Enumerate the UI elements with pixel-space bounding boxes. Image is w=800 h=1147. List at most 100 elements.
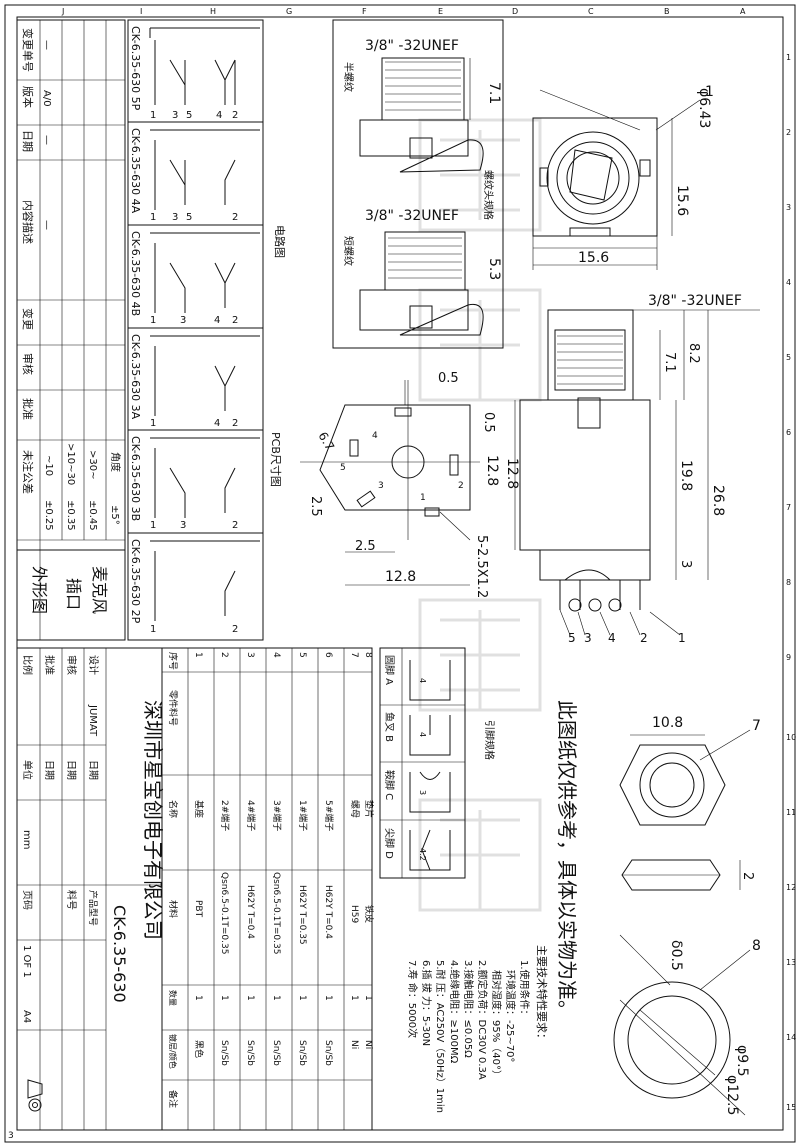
spec-line: 6.插 拔 力：5-30N (420, 960, 433, 1046)
grid-letter: B (664, 7, 670, 16)
bom-row-no: 3 (245, 652, 255, 658)
bom-row-material: Qsn6.5-0.1T=0.35 (219, 872, 229, 954)
variant-pin: 2 (232, 315, 238, 326)
grid-number: 12 (786, 883, 796, 892)
rev-header: 变更单号 (21, 28, 35, 72)
variant-pin: 4 (214, 315, 220, 326)
bom-row-material: H62Y T=0.4 (323, 885, 333, 939)
grid-letter: J (61, 7, 64, 16)
variant-pin: 5 (186, 212, 192, 223)
dim-0-5-right: 0.5 (481, 412, 496, 433)
bom-row-qty: 1 (219, 995, 229, 1001)
pcb-layout: PCB尺寸图 0.5 0.5 12.8 6.7 2.5 2.5 12.8 5-2… (269, 371, 500, 598)
tb-label: 页码 (21, 890, 33, 910)
bom-row-no: 7 (349, 652, 359, 658)
dim-diameter-6-43: φ6.43 (696, 88, 712, 128)
bom-row-material: H59 (349, 905, 359, 923)
pcb-pin: 5 (340, 463, 346, 473)
bom-row-finish: Ni (363, 1040, 373, 1049)
variant-code: CK-6.35-630 4A (129, 128, 142, 214)
pcb-pin: 4 (372, 431, 378, 441)
grid-number: 7 (786, 503, 791, 512)
spec-line: 相对湿度：95%（40°） (490, 970, 503, 1080)
tol-range: >10~30 (65, 443, 76, 485)
dim-width-15-6: 15.6 (578, 250, 609, 266)
bom-row-qty: 1 (323, 995, 333, 1001)
bom-header: 名称 (167, 800, 179, 818)
bom-row-name: 1#端子 (297, 800, 309, 831)
spec-line: 2.额定负荷：DC30V 0.3A (476, 960, 489, 1080)
tb-label: 产品型号 (87, 890, 99, 926)
pin-label: 3 (584, 631, 592, 645)
pcb-pin: 2 (458, 481, 464, 491)
bom-row-no: 2 (219, 652, 229, 658)
bom-header: 数量 (168, 990, 178, 1006)
pin-type-width: 4.2 (418, 848, 427, 861)
variant-pin: 2 (232, 418, 238, 429)
rev-header: 审核 (21, 353, 35, 375)
spec-line: 7.寿 命：5000次 (406, 960, 419, 1038)
bom-row-qty: 1 (245, 995, 255, 1001)
dim-washer-inner: φ9.5 (734, 1045, 750, 1077)
grid-letter: H (210, 7, 216, 16)
grid-number: 14 (786, 1033, 796, 1042)
pin-type-width: 4 (418, 678, 427, 683)
thread-spec-label: 螺纹头规格 (482, 170, 495, 220)
watermark (418, 118, 542, 912)
variant-pin: 1 (150, 315, 156, 326)
bom-header: 材料 (167, 900, 179, 918)
bom-row-name: 5#端子 (323, 800, 335, 831)
thread-spec-side: 3/8" -32UNEF (648, 293, 742, 309)
notice-text: 此图纸仅供参考，具体以实物为准。 (555, 700, 579, 1020)
variant-pin: 3 (180, 520, 186, 531)
dim-height-15-6: 15.6 (674, 185, 690, 216)
bom-row-no: 5 (297, 652, 307, 658)
grid-number: 10 (786, 733, 796, 742)
tb-label: 设计 (87, 655, 100, 675)
title-line: 麦克风 (90, 566, 109, 614)
grid-letter: A (740, 7, 746, 16)
leader-8: 8 (752, 938, 761, 954)
title-line: 外形图 (30, 566, 49, 614)
pin-label: 2 (640, 631, 648, 645)
bom-row-name: 4#端子 (245, 800, 257, 831)
rev-header: 内容描述 (21, 200, 35, 244)
grid-number: 15 (786, 1103, 796, 1112)
pin-type-name: 圆脚 A (383, 655, 396, 685)
tol-footer: 未注公差 (21, 450, 35, 494)
rev-header: 版本 (21, 86, 35, 108)
dim-7-1-side: 7.1 (662, 352, 677, 373)
bom-header: 镀层/颜色 (168, 1034, 178, 1069)
tb-label: 日期 (43, 760, 55, 780)
projection-symbol-icon (27, 1079, 43, 1112)
variant-pin: 2 (232, 624, 238, 635)
tb-company: 深圳市星宝创电子有限公司 (141, 700, 165, 940)
rev-version: A/0 (41, 90, 52, 107)
bom-row-no: 6 (323, 652, 333, 658)
dim-washer-thickness: δ0.5 (668, 940, 684, 971)
tb-label: 单位 (21, 760, 34, 780)
variant-code: CK-6.35-630 4B (129, 231, 142, 316)
dim-nut-thickness: 2 (740, 872, 755, 880)
dim-2-5-vertical: 2.5 (308, 496, 323, 517)
pin-label: 1 (678, 631, 686, 645)
variant-pin: 1 (150, 212, 156, 223)
rev-dash: — (41, 135, 52, 145)
thread-spec-upper: 3/8" -32UNEF (365, 38, 459, 54)
bom-row-name: 基座 (193, 800, 205, 818)
tb-label: 比例 (21, 655, 34, 675)
bom-row-qty: 1 (297, 995, 307, 1001)
bom-row-finish: Sn/Sb (271, 1040, 281, 1066)
variant-pin: 3 (172, 212, 178, 223)
grid-letter: I (140, 7, 142, 16)
bom-row-finish: Sn/Sb (219, 1040, 229, 1066)
variant-pin: 1 (150, 418, 156, 429)
tb-label: 料号 (65, 890, 78, 910)
dim-26-8: 26.8 (710, 485, 726, 516)
rev-dash: — (41, 220, 52, 230)
bom-row-name: 垫片 (363, 800, 375, 818)
variant-code: CK-6.35-630 5P (129, 26, 142, 111)
specs-title: 主要技术特性要求： (535, 945, 549, 1044)
grid-number: 1 (786, 53, 791, 62)
